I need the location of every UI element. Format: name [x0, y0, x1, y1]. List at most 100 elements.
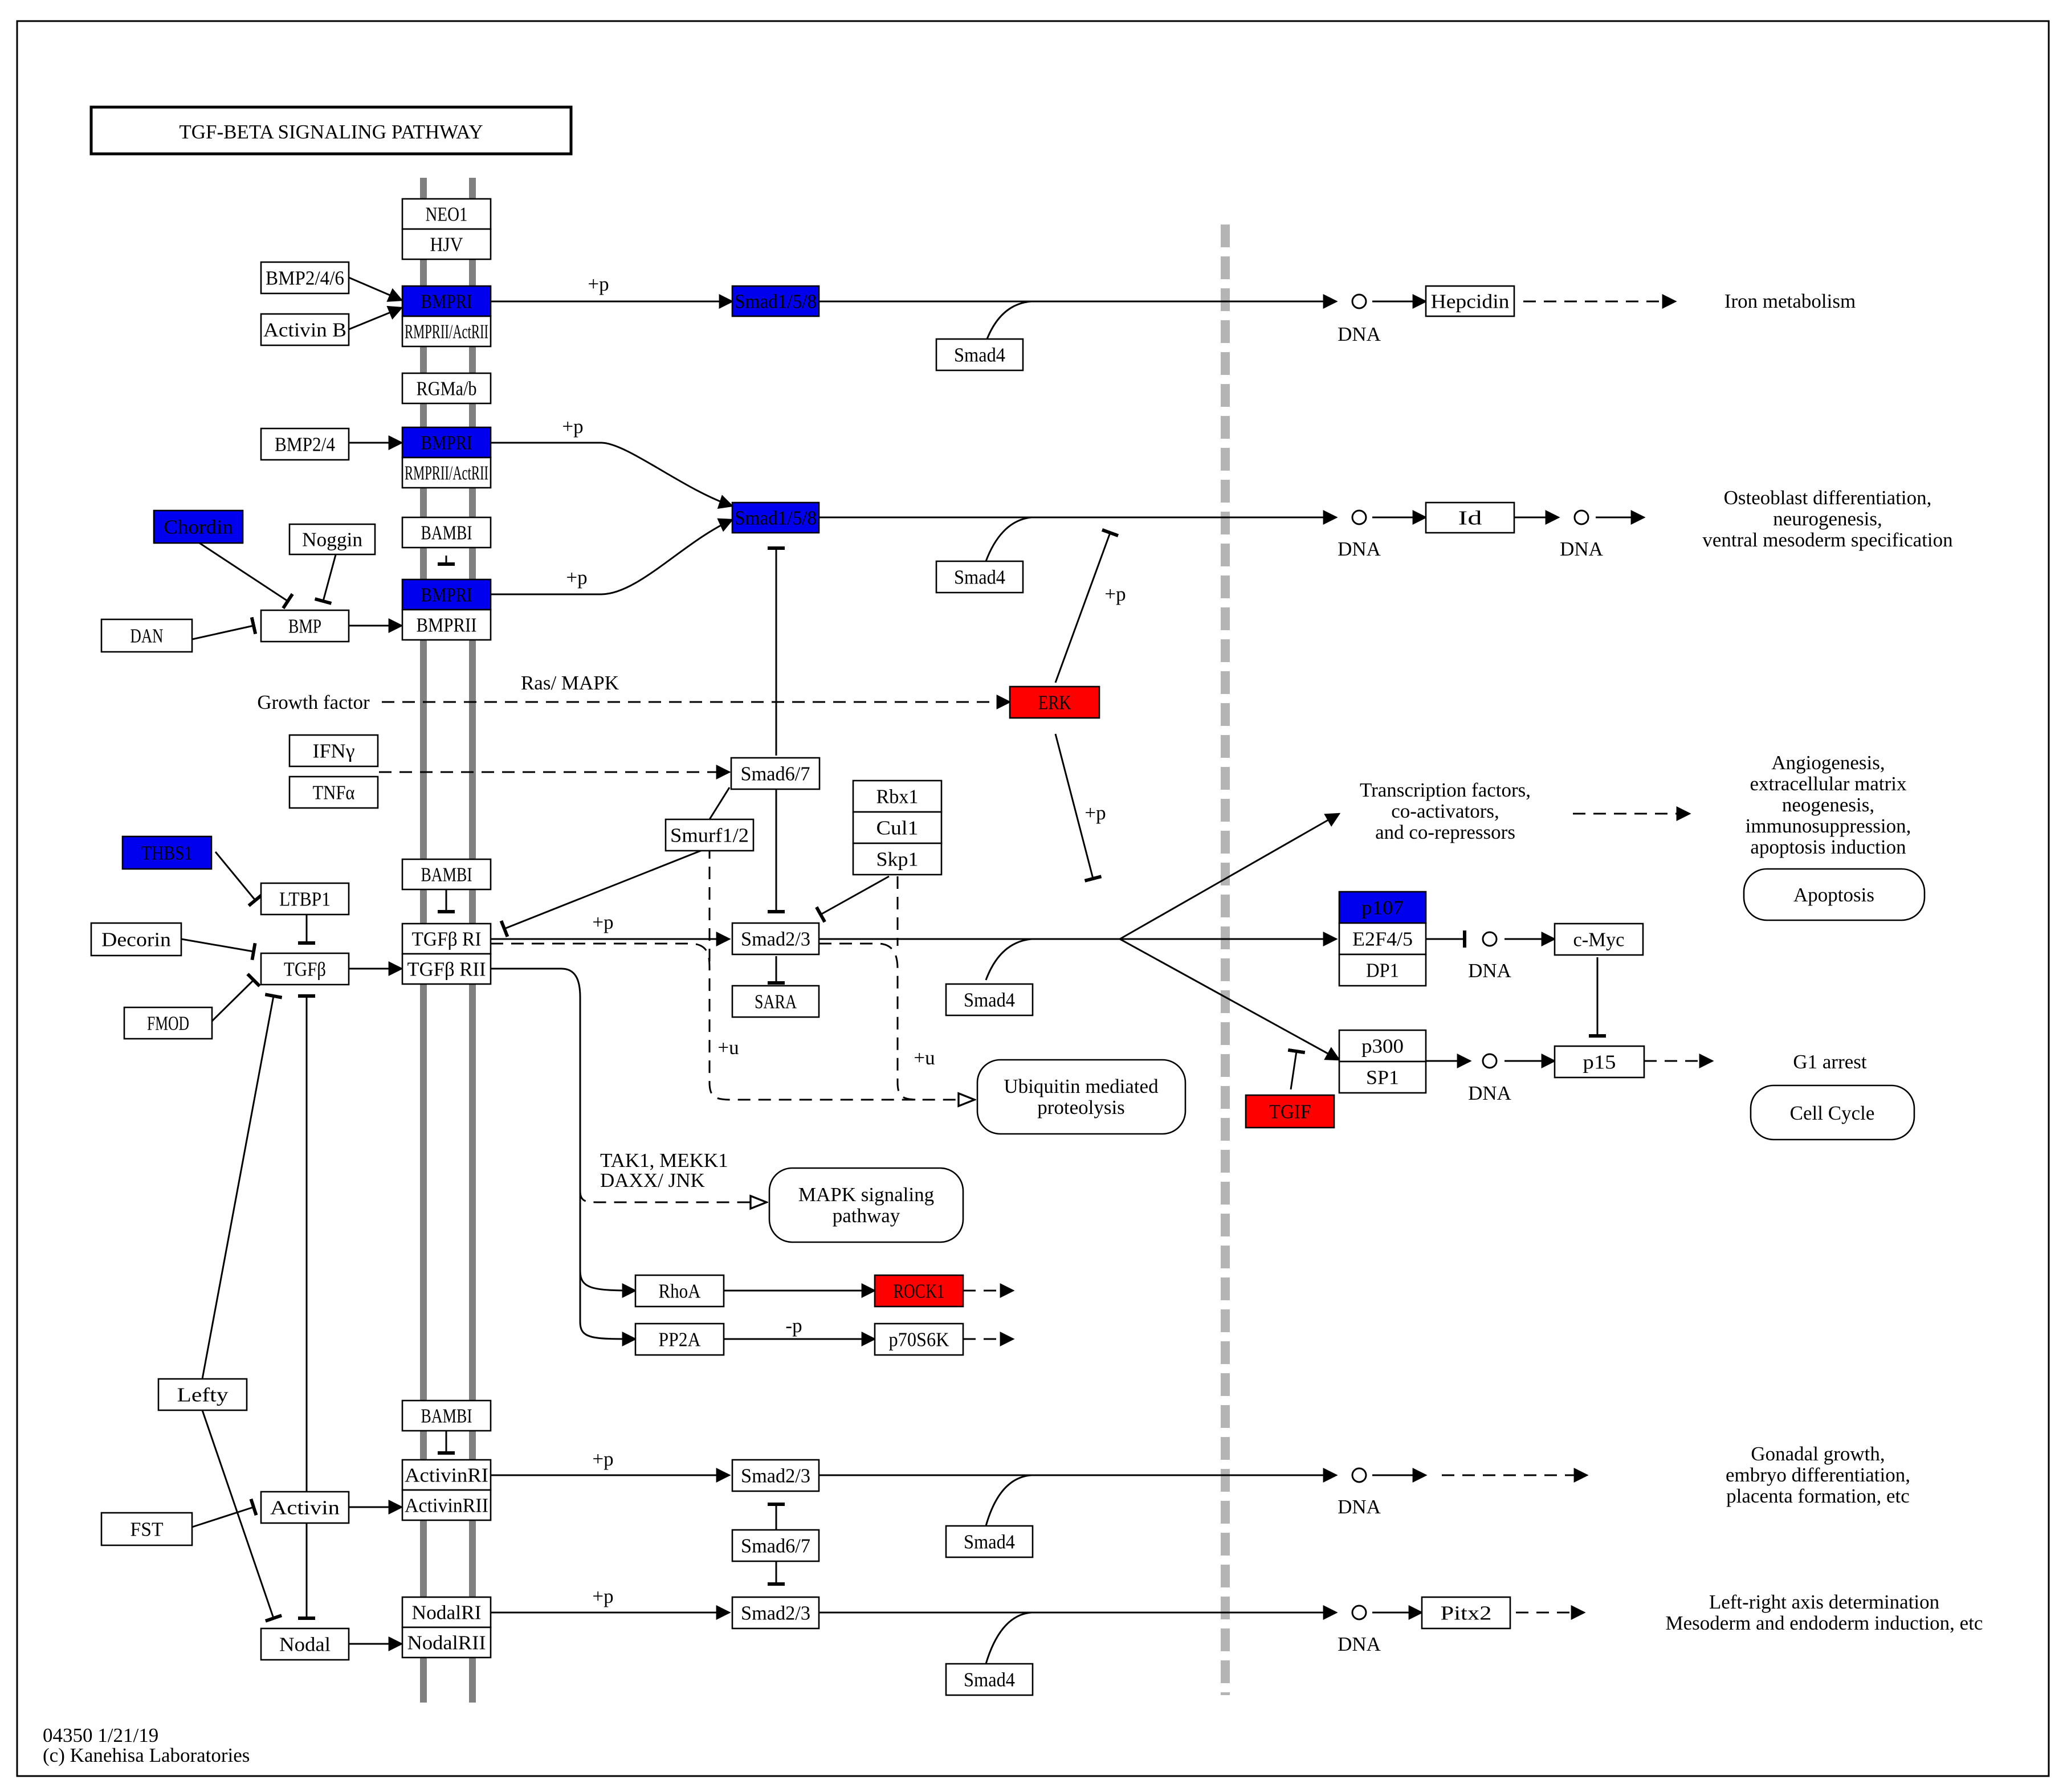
gene-node-label: Smad4 [964, 1531, 1015, 1553]
gene-node-hepcidin[interactable]: Hepcidin [1425, 285, 1515, 317]
gene-node-smad67-1[interactable]: Smad6/7 [730, 757, 821, 790]
gene-node-cul1[interactable]: Cul1 [852, 811, 943, 844]
gene-node-tgfbrii[interactable]: TGFβ RII [401, 953, 492, 985]
gene-node-p107[interactable]: p107 [1338, 891, 1427, 924]
gene-node-sara[interactable]: SARA [731, 985, 820, 1018]
gene-node-p300[interactable]: p300 [1338, 1029, 1427, 1063]
gene-node-activin-b[interactable]: Activin B [260, 313, 350, 346]
gene-node-rhoa[interactable]: RhoA [634, 1274, 725, 1308]
gene-node-rmprii-1[interactable]: RMPRII/ActRII [401, 315, 492, 348]
gene-node-activinrii[interactable]: ActivinRII [401, 1489, 492, 1521]
gene-node-p70s6k[interactable]: p70S6K [874, 1322, 964, 1356]
gene-node-label: BMP [288, 615, 321, 638]
gene-node-box [852, 779, 943, 813]
gene-node-smad4-4[interactable]: Smad4 [945, 1525, 1034, 1558]
gene-node-smad23-2[interactable]: Smad2/3 [731, 1459, 820, 1492]
dna-label: DNA [1468, 1082, 1512, 1104]
gene-node-bmprii[interactable]: BMPRII [401, 609, 492, 641]
gene-node-tgfb[interactable]: TGFβ [260, 952, 350, 986]
gene-node-smad4-2[interactable]: Smad4 [935, 560, 1024, 594]
gene-node-e2f45[interactable]: E2F4/5 [1338, 922, 1427, 956]
outcome-left-right-line1: Left-right axis determination [1709, 1591, 1939, 1613]
gene-node-bambi-3[interactable]: BAMBI [401, 1399, 492, 1432]
gene-node-bmpri-3[interactable]: BMPRI [401, 578, 492, 611]
gene-node-noggin[interactable]: Noggin [288, 523, 376, 556]
outcome-angiogenesis-line1: Angiogenesis, [1771, 752, 1885, 774]
gene-node-rock1[interactable]: ROCK1 [874, 1274, 964, 1308]
gene-node-bmpri-1[interactable]: BMPRI [401, 285, 492, 317]
gene-node-decorin[interactable]: Decorin [90, 922, 182, 957]
process-cell-cycle[interactable]: Cell Cycle [1750, 1084, 1915, 1141]
gene-node-label: Activin [270, 1497, 340, 1519]
gene-node-fmod[interactable]: FMOD [123, 1006, 213, 1040]
gene-node-box [401, 456, 492, 489]
gene-node-rgma[interactable]: RGMa/b [401, 372, 492, 405]
gene-node-smad158-2[interactable]: Smad1/5/8 [731, 501, 820, 534]
gene-node-label: Chordin [164, 516, 233, 538]
gene-node-label: Lefty [177, 1384, 229, 1406]
gene-node-nodalrii[interactable]: NodalRII [401, 1626, 492, 1659]
gene-node-smad23-3[interactable]: Smad2/3 [731, 1596, 820, 1630]
dna-circle [1351, 293, 1367, 309]
process-mapk[interactable]: MAPK signaling pathway [768, 1167, 964, 1243]
gene-node-smurf12[interactable]: Smurf1/2 [664, 818, 755, 852]
gene-node-tgif[interactable]: TGIF [1245, 1094, 1335, 1129]
gene-node-label: IFNγ [313, 740, 355, 762]
gene-node-skp1[interactable]: Skp1 [852, 842, 943, 876]
gene-node-label: p15 [1583, 1051, 1616, 1073]
gene-node-neo1[interactable]: NEO1 [401, 198, 492, 230]
mapk-line2: pathway [833, 1205, 900, 1227]
gene-node-label: LTBP1 [279, 888, 331, 911]
process-ubiquitin[interactable]: Ubiquitin mediated proteolysis [976, 1059, 1187, 1135]
gene-node-bambi-1[interactable]: BAMBI [401, 516, 492, 549]
gene-node-box [401, 578, 492, 611]
gene-node-box [260, 952, 350, 986]
gene-node-tgfbri[interactable]: TGFβ RI [401, 922, 492, 955]
gene-node-smad158-1[interactable]: Smad1/5/8 [731, 285, 820, 317]
gene-node-pitx2[interactable]: Pitx2 [1421, 1596, 1511, 1630]
gene-node-smad4-1[interactable]: Smad4 [935, 338, 1024, 372]
process-apoptosis[interactable]: Apoptosis [1743, 868, 1926, 921]
gene-node-ifng[interactable]: IFNγ [288, 734, 379, 768]
gene-node-activinri[interactable]: ActivinRI [401, 1459, 492, 1491]
gene-node-hjv[interactable]: HJV [401, 228, 492, 260]
gene-node-bambi-2[interactable]: BAMBI [401, 858, 492, 891]
gene-node-erk[interactable]: ERK [1009, 685, 1100, 719]
gene-node-dan[interactable]: DAN [100, 618, 193, 653]
gene-node-smad4-3[interactable]: Smad4 [945, 983, 1034, 1017]
gene-node-label: Smad1/5/8 [735, 291, 817, 313]
map-id-date: 04350 1/21/19 [43, 1724, 158, 1746]
gene-node-ltbp1[interactable]: LTBP1 [260, 882, 350, 916]
gene-node-pp2a[interactable]: PP2A [634, 1322, 725, 1356]
gene-node-label: DAN [131, 625, 164, 647]
gene-node-thbs1[interactable]: THBS1 [121, 835, 213, 870]
gene-node-label: BMP2/4/6 [266, 267, 344, 289]
gene-node-nodal[interactable]: Nodal [260, 1627, 350, 1661]
gene-node-tnfa[interactable]: TNFα [288, 775, 379, 809]
gene-node-cmyc[interactable]: c-Myc [1554, 922, 1644, 956]
gene-node-lefty[interactable]: Lefty [157, 1378, 248, 1411]
gene-node-p15[interactable]: p15 [1554, 1045, 1645, 1079]
gene-node-nodalri[interactable]: NodalRI [401, 1596, 492, 1628]
gene-node-label: p300 [1361, 1035, 1404, 1058]
gene-node-id[interactable]: Id [1425, 501, 1515, 534]
gene-node-bmp[interactable]: BMP [260, 609, 350, 643]
gene-node-rmprii-2[interactable]: RMPRII/ActRII [401, 456, 492, 489]
outcome-left-right-line2: Mesoderm and endoderm induction, etc [1666, 1612, 1983, 1634]
gene-node-chordin[interactable]: Chordin [153, 509, 244, 544]
gene-node-smad67-2[interactable]: Smad6/7 [731, 1529, 820, 1562]
gene-node-sp1[interactable]: SP1 [1338, 1060, 1427, 1094]
gene-node-activin[interactable]: Activin [260, 1491, 350, 1524]
gene-node-bmpri-2[interactable]: BMPRI [401, 426, 492, 459]
gene-node-label: FST [131, 1518, 164, 1541]
gene-node-smad4-5[interactable]: Smad4 [945, 1663, 1034, 1696]
gene-node-dp1[interactable]: DP1 [1338, 953, 1427, 987]
gene-node-label: Activin B [263, 319, 346, 341]
gene-node-bmp246[interactable]: BMP2/4/6 [260, 261, 350, 295]
gene-node-bmp24[interactable]: BMP2/4 [260, 427, 350, 461]
gene-node-fst[interactable]: FST [100, 1512, 193, 1546]
gene-node-label: BAMBI [421, 1405, 472, 1427]
gene-node-rbx1[interactable]: Rbx1 [852, 779, 943, 813]
outcome-angiogenesis-line2: extracellular matrix [1750, 773, 1907, 795]
gene-node-smad23-1[interactable]: Smad2/3 [731, 922, 820, 956]
